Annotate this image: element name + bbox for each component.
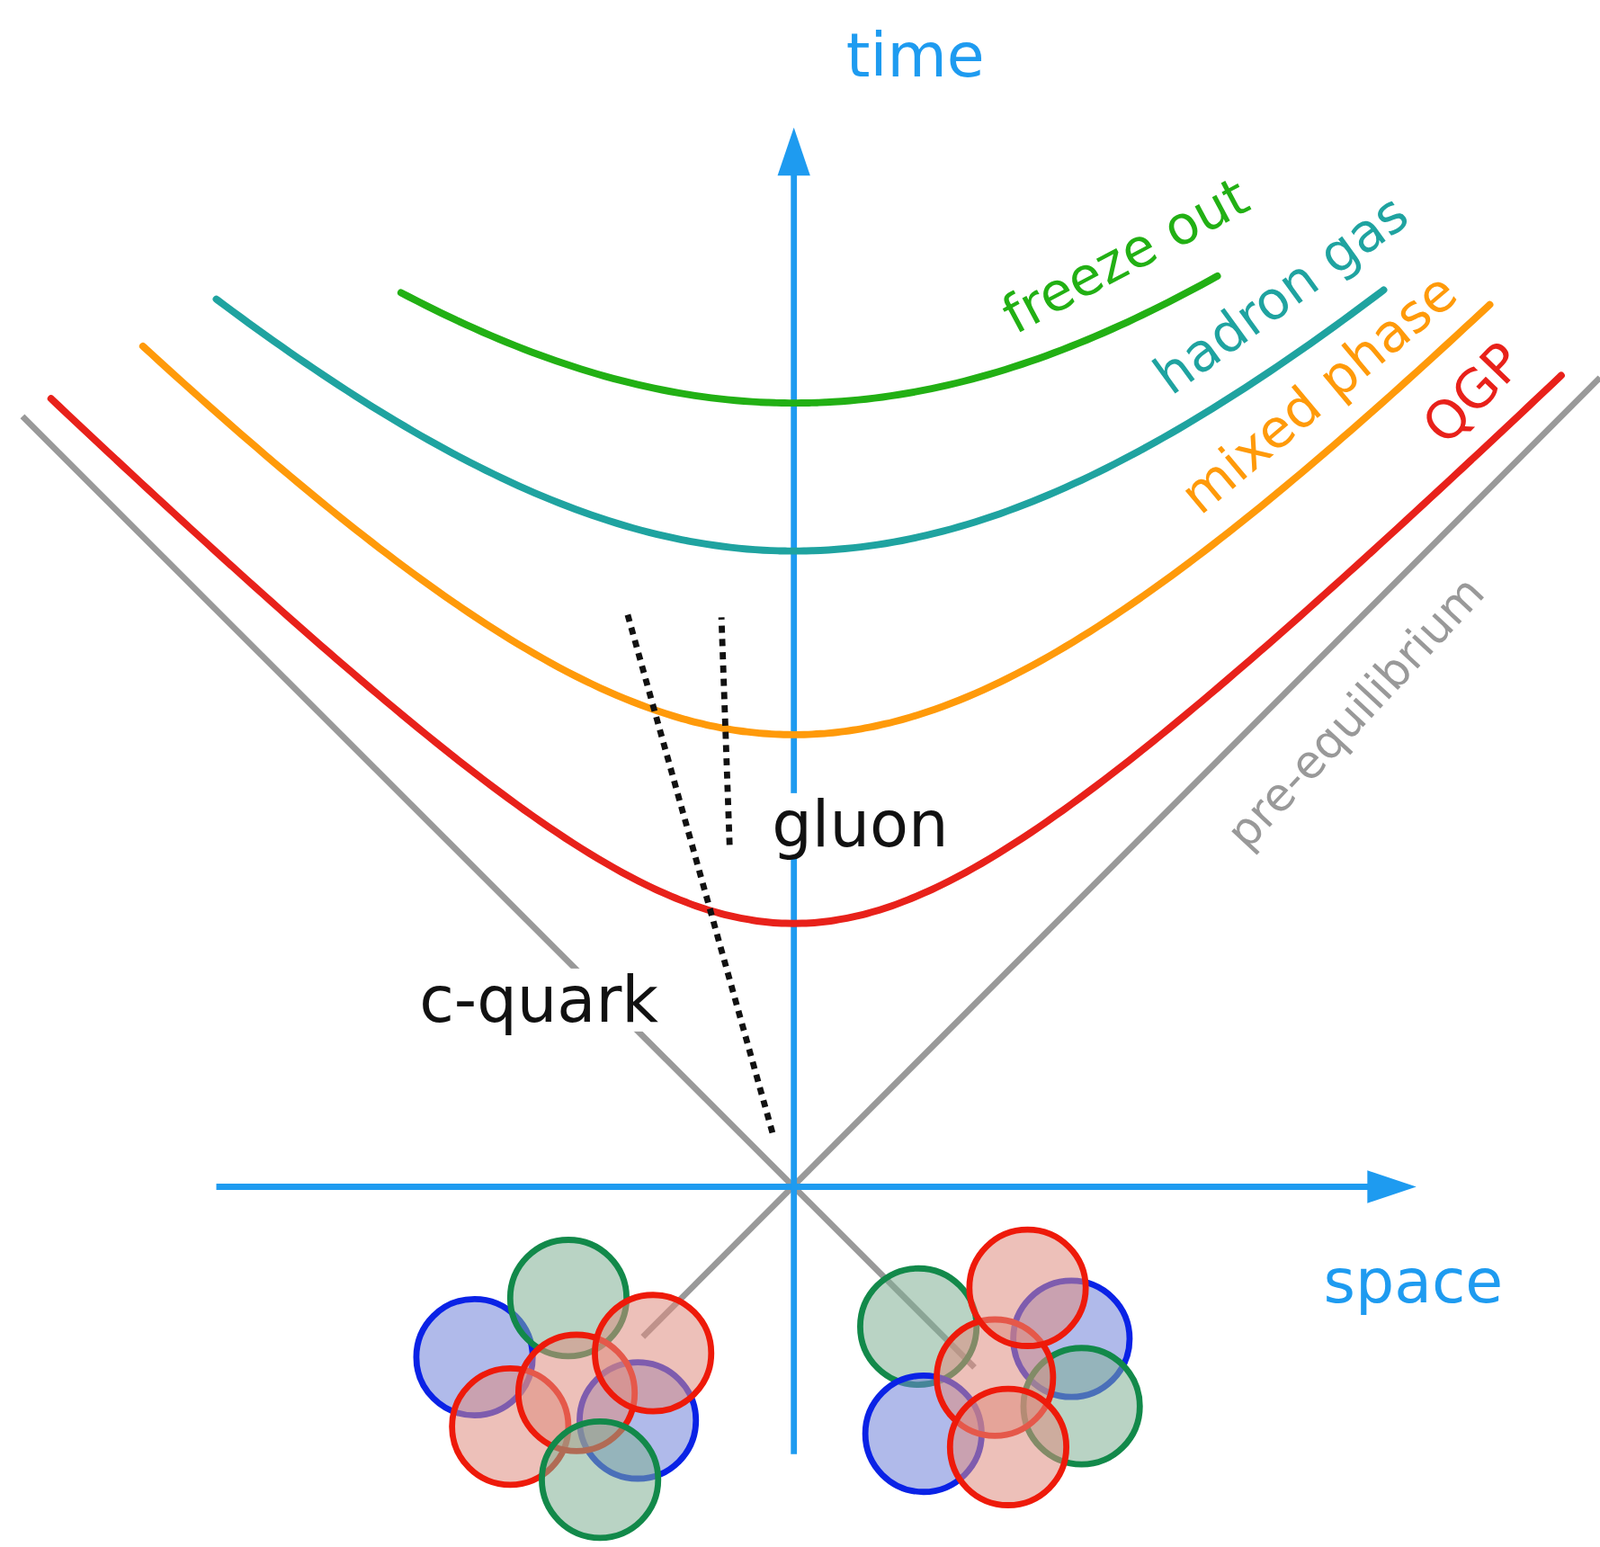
qgp-curve <box>51 375 1562 923</box>
axis-arrowhead <box>1367 1170 1416 1203</box>
nuclei <box>416 1229 1140 1538</box>
phase-label: QGP <box>1412 330 1534 455</box>
axis-label: time <box>843 25 988 87</box>
light-cone-line <box>643 377 1600 1337</box>
phase-label: pre-equilibrium <box>1216 565 1494 859</box>
nucleon <box>969 1229 1086 1346</box>
phase-label: mixed phase <box>1169 261 1468 525</box>
nucleon <box>949 1388 1066 1505</box>
nucleon <box>541 1421 658 1538</box>
light-cone-line <box>22 416 975 1368</box>
gluon-trajectory <box>721 616 730 845</box>
particle-label: c-quark <box>416 968 662 1032</box>
mixed-phase-curve <box>143 304 1491 735</box>
particle-label: gluon <box>768 793 951 857</box>
axis-label: space <box>1321 1251 1507 1313</box>
nucleon <box>594 1295 711 1412</box>
axis-arrowhead <box>777 127 811 176</box>
quark-trajectory <box>627 614 773 1133</box>
